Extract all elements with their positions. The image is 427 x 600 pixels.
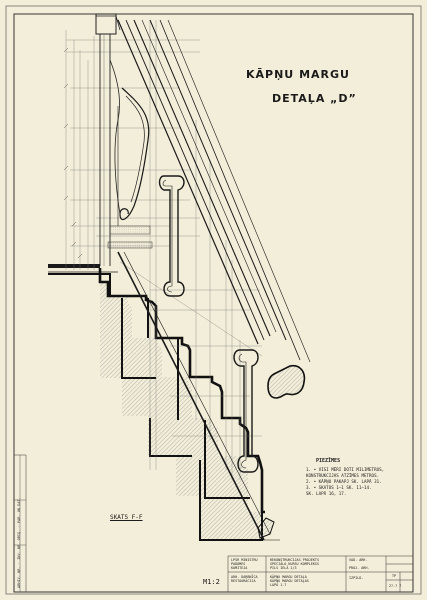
tb-dept-2: RESTAURĀCIJA bbox=[231, 579, 256, 583]
baluster-upper bbox=[158, 175, 185, 297]
tb-org-1: LPSR MINISTRU bbox=[231, 558, 258, 562]
tb-signer-2: PROJ. ARH. bbox=[349, 566, 370, 570]
ornamental-baluster bbox=[107, 87, 153, 249]
notes-heading: PIEZĪMES bbox=[316, 458, 341, 464]
tb-dept-1: ARH. DARBNĪCA bbox=[231, 575, 258, 579]
notes-line-3: 2. • KĀPŅU PAKAPJ SK. LAPĀ 31. bbox=[306, 479, 382, 484]
dimension-ticks bbox=[63, 47, 83, 259]
notes-line-1: 1. • VISI MĒRI DOTI MILIMETROS, bbox=[306, 467, 385, 472]
drawing-title-line2: DETAĻA „D” bbox=[272, 92, 357, 105]
scale-label: M1:2 bbox=[203, 578, 220, 586]
notes-line-5: SK. LAPĀ 16, 17. bbox=[306, 491, 347, 496]
tb-project-2: SPECIĀLO KURSU KOMPLEKSS bbox=[270, 562, 319, 566]
tb-project-3: PILS IELĀ 1/3 bbox=[270, 566, 297, 570]
notes-line-2: KONSTRUKCIJAS ATZĪMES METROS. bbox=[306, 473, 380, 478]
baluster-lower bbox=[233, 349, 259, 473]
tb-org-2: PADOMES bbox=[231, 562, 246, 566]
tb-signer-1: VAD. ARH. bbox=[349, 558, 368, 562]
tb-sheet-no: 2?-? 7 bbox=[389, 584, 402, 588]
outer-border bbox=[5, 5, 422, 595]
tb-project-1: REKONSTRUKCIJAS PROJEKTS bbox=[270, 558, 319, 562]
title-block-frame bbox=[227, 555, 414, 593]
construction-lines bbox=[65, 20, 263, 480]
section-label: SKATS F-F bbox=[110, 514, 143, 521]
tb-drawing-1: KĀPŅU MARGU DETAĻA bbox=[270, 575, 307, 579]
handrail-lines bbox=[117, 19, 311, 541]
tb-signer-3: IZPILD. bbox=[349, 576, 364, 580]
handrail-section bbox=[267, 364, 306, 399]
tb-org-3: KOMITEJA bbox=[231, 566, 248, 570]
inner-frame bbox=[13, 13, 414, 593]
tb-drawing-2: KĀPŅU MARGU DETAĻAS bbox=[270, 579, 309, 583]
tb-stage: TP bbox=[392, 574, 397, 578]
archive-strip bbox=[14, 454, 27, 592]
base-connection bbox=[257, 517, 280, 541]
tb-drawing-3: LAPĀ 1-7 bbox=[270, 583, 287, 587]
archive-vertical-text: ARHIV. NR. · INV. NR. ORIĢ. · PAR. UN DA… bbox=[17, 497, 21, 588]
notes-line-4: 3. • SKATUS 1—1 SK. 11—14. bbox=[306, 485, 372, 490]
drawing-title-line1: KĀPŅU MARGU bbox=[246, 68, 350, 81]
stair-hatch bbox=[100, 268, 262, 540]
